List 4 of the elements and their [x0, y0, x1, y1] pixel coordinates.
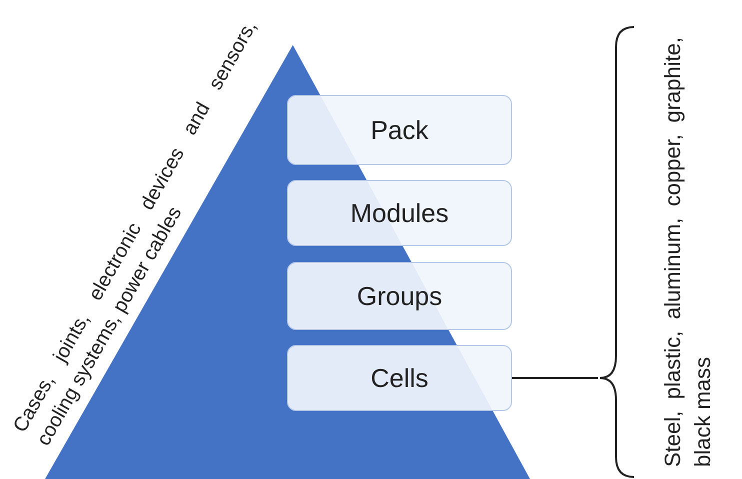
- level-box: Modules: [287, 180, 512, 246]
- materials-text: Steel, plastic, aluminum, copper, graphite, black mass: [659, 37, 716, 467]
- connector-line: [512, 377, 598, 379]
- level-box: Pack: [287, 95, 512, 165]
